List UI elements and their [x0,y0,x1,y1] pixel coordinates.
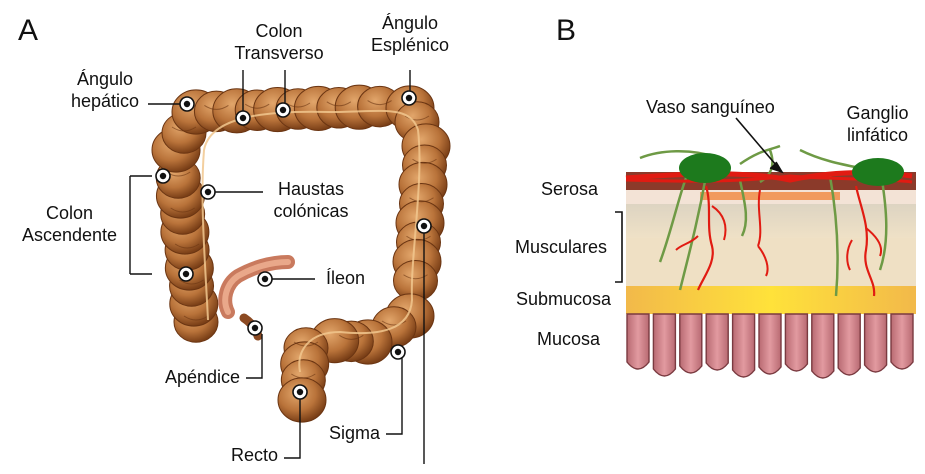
villus [706,314,728,370]
label-haustas-line2: colónicas [256,200,366,222]
label-marker-inner [205,189,211,195]
label-vaso-sanguineo: Vaso sanguíneo [646,96,775,118]
label-angulo-hepatico-line2: hepático [60,90,150,112]
serosa-accent [700,192,840,200]
label-submucosa: Submucosa [470,288,611,310]
label-ganglio-linfatico: Ganglio linfático [830,102,925,146]
label-ganglio-line1: Ganglio [830,102,925,124]
label-marker-inner [421,223,427,229]
mucosa-villi [627,314,913,378]
label-mucosa: Mucosa [480,328,600,350]
submucosa-layer [626,286,916,314]
label-colon-ascendente: Colon Ascendente [12,202,127,246]
label-colon-ascendente-line2: Ascendente [12,224,127,246]
label-marker-inner [297,389,303,395]
label-marker-inner [280,107,286,113]
villus [891,314,913,369]
villus [812,314,834,378]
label-angulo-hepatico-line1: Ángulo [60,68,150,90]
label-colon-transverso-line1: Colon [214,20,344,42]
label-ileon: Íleon [326,267,365,289]
villus [838,314,860,375]
label-angulo-hepatico: Ángulo hepático [60,68,150,112]
label-marker-inner [240,115,246,121]
villus [653,314,675,376]
label-recto: Recto [190,444,278,466]
label-marker-inner [262,276,268,282]
label-marker-inner [183,271,189,277]
villus [785,314,807,371]
villus [733,314,755,377]
lymph-node-right [852,158,904,186]
label-colon-ascendente-line1: Colon [12,202,127,224]
intestinal-wall [626,172,916,378]
villus [759,314,781,374]
label-angulo-esplenico-line2: Esplénico [350,34,470,56]
label-colon-transverso: Colon Transverso [214,20,344,64]
label-angulo-esplenico-line1: Ángulo [350,12,470,34]
label-serosa: Serosa [480,178,598,200]
panel-label-b: B [556,14,576,48]
label-apendice: Apéndice [110,366,240,388]
villus [865,314,887,372]
label-marker-inner [184,101,190,107]
muscular-layer-2 [626,238,916,286]
panel-label-a: A [18,14,38,48]
label-haustas-colonicas: Haustas colónicas [256,178,366,222]
label-angulo-esplenico: Ángulo Esplénico [350,12,470,56]
label-sigma: Sigma [290,422,380,444]
label-haustas-line1: Haustas [256,178,366,200]
villus [680,314,702,373]
label-marker-inner [406,95,412,101]
lymph-node-left [679,153,731,183]
villus [627,314,649,369]
label-ganglio-line2: linfático [830,124,925,146]
label-musculares: Musculares [470,236,607,258]
label-colon-transverso-line2: Transverso [214,42,344,64]
label-marker-inner [395,349,401,355]
label-marker-inner [160,173,166,179]
label-marker-inner [252,325,258,331]
